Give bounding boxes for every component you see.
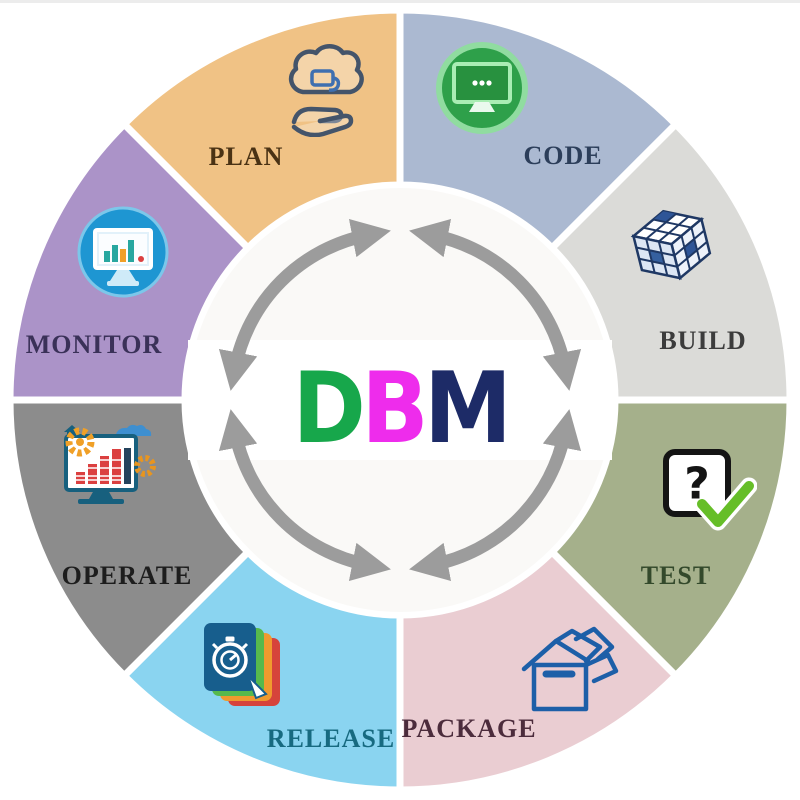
center-letter-m: M [424,352,512,466]
center-title: DBM [293,360,512,458]
center-letter-d: D [292,352,366,466]
top-border-line [0,0,800,3]
segment-label-operate: OPERATE [61,561,193,590]
open-box-icon [521,626,619,712]
checkmark-icon [697,481,754,527]
center-letter-b: B [361,352,428,466]
segment-label-monitor: MONITOR [25,330,163,359]
cycle-arrow-bottom-right [409,409,582,582]
green-monitor-icon [436,42,528,134]
segment-label-test: TEST [640,561,712,590]
segment-label-code: CODE [523,141,603,170]
monitor-chart-icon [77,206,169,298]
segment-label-package: PACKAGE [401,714,537,743]
question-check-icon [663,449,757,531]
segment-label-build: BUILD [659,326,747,355]
stopwatch-cards-icon [204,623,280,706]
cycle-arrow-top-right [409,218,582,391]
segment-label-release: RELEASE [266,724,396,753]
segment-package-wedge [396,548,680,794]
cycle-arrows [218,218,582,582]
cloud-hand-icon [288,44,364,137]
cycle-arrow-top-left [218,218,391,391]
cycle-arrow-bottom-left [218,409,391,582]
segment-label-plan: PLAN [208,142,284,171]
question-mark-glyph: ? [684,458,710,510]
dashboard-gears-icon [64,424,156,504]
rubiks-cube-icon [630,209,712,281]
